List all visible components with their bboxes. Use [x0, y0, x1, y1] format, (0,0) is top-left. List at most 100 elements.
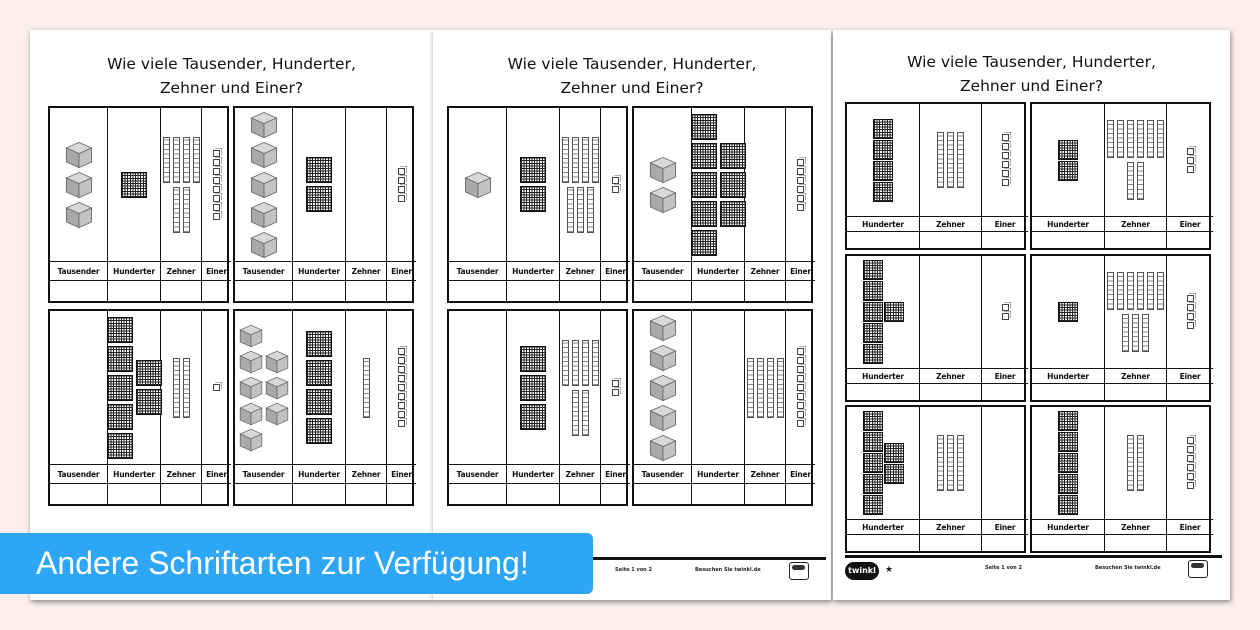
answer-input[interactable] — [847, 384, 920, 400]
answer-input[interactable] — [387, 484, 416, 504]
answer-input[interactable] — [745, 281, 786, 301]
ten-rod — [1127, 120, 1134, 158]
answer-input[interactable] — [920, 232, 982, 248]
answer-input[interactable] — [346, 484, 387, 504]
hundreds-stack — [1058, 407, 1078, 519]
blocks-row — [634, 311, 815, 464]
answer-input[interactable] — [449, 281, 507, 301]
answer-input[interactable] — [108, 281, 161, 301]
answer-input[interactable] — [1105, 535, 1167, 551]
answer-input[interactable] — [920, 535, 982, 551]
answer-input[interactable] — [507, 484, 560, 504]
answer-input[interactable] — [786, 281, 815, 301]
answer-row — [634, 484, 815, 504]
ten-rod — [1147, 272, 1154, 310]
answer-input[interactable] — [634, 484, 692, 504]
answer-input[interactable] — [982, 535, 1028, 551]
answer-input[interactable] — [293, 281, 346, 301]
answer-input[interactable] — [50, 484, 108, 504]
answer-input[interactable] — [50, 281, 108, 301]
one-cube — [797, 158, 804, 166]
answer-input[interactable] — [235, 281, 293, 301]
tens-rods — [161, 311, 201, 464]
tens-rods — [920, 104, 981, 216]
answer-input[interactable] — [1167, 232, 1213, 248]
answer-input[interactable] — [202, 484, 231, 504]
answer-input[interactable] — [1032, 232, 1105, 248]
answer-input[interactable] — [1105, 384, 1167, 400]
answer-input[interactable] — [692, 484, 745, 504]
answer-input[interactable] — [847, 232, 920, 248]
answer-input[interactable] — [560, 281, 601, 301]
answer-input[interactable] — [293, 484, 346, 504]
blocks-cell — [745, 108, 786, 261]
answer-input[interactable] — [507, 281, 560, 301]
answer-input[interactable] — [601, 484, 630, 504]
column-label: Hunderter — [113, 266, 155, 276]
hundred-flat — [1058, 139, 1078, 160]
answer-input[interactable] — [108, 484, 161, 504]
answer-input[interactable] — [202, 281, 231, 301]
answer-input[interactable] — [982, 232, 1028, 248]
blocks-cell — [1105, 256, 1167, 368]
answer-input[interactable] — [692, 281, 745, 301]
column-label: Tausender — [57, 266, 100, 276]
one-cube — [398, 402, 405, 409]
ones-stack — [1001, 256, 1009, 368]
thousand-cube — [648, 344, 677, 371]
ones-stack — [213, 311, 220, 464]
answer-input[interactable] — [601, 281, 630, 301]
ten-rod — [746, 357, 754, 418]
hundred-flat — [1058, 453, 1078, 473]
ones-stack — [1186, 104, 1194, 216]
column-label-cell: Einer — [1167, 217, 1213, 231]
visit-link[interactable]: Besuchen Sie twinkl.de — [1095, 565, 1161, 571]
one-cube — [1186, 455, 1194, 462]
column-label-cell: Zehner — [745, 465, 786, 483]
answer-input[interactable] — [161, 281, 202, 301]
ten-rod — [937, 132, 944, 188]
thousand-cube — [648, 186, 677, 213]
answer-input[interactable] — [745, 484, 786, 504]
column-label-cell: Einer — [601, 465, 630, 483]
answer-row — [847, 384, 1028, 400]
answer-input[interactable] — [1167, 535, 1213, 551]
answer-input[interactable] — [235, 484, 293, 504]
answer-input[interactable] — [847, 535, 920, 551]
blocks-cell — [50, 108, 108, 261]
one-cube — [1186, 446, 1194, 453]
answer-input[interactable] — [1105, 232, 1167, 248]
worksheet-page: Wie viele Tausender, Hunderter,Zehner un… — [30, 30, 433, 600]
answer-input[interactable] — [560, 484, 601, 504]
answer-input[interactable] — [920, 384, 982, 400]
ten-rod — [1142, 314, 1149, 352]
column-label: Einer — [391, 469, 412, 479]
visit-link[interactable]: Besuchen Sie twinkl.de — [695, 567, 761, 573]
one-cube — [398, 384, 405, 391]
column-label: Tausender — [456, 469, 499, 479]
column-label: Zehner — [1121, 522, 1150, 532]
answer-input[interactable] — [1032, 535, 1105, 551]
answer-input[interactable] — [786, 484, 815, 504]
answer-input[interactable] — [387, 281, 416, 301]
answer-input[interactable] — [449, 484, 507, 504]
answer-input[interactable] — [1032, 384, 1105, 400]
column-label: Zehner — [936, 219, 965, 229]
blocks-row — [449, 311, 630, 464]
answer-input[interactable] — [346, 281, 387, 301]
blocks-row — [449, 108, 630, 261]
fonts-available-banner: Andere Schriftarten zur Verfügung! — [0, 533, 593, 594]
answer-input[interactable] — [1167, 384, 1213, 400]
one-cube — [1186, 473, 1194, 480]
answer-input[interactable] — [982, 384, 1028, 400]
column-label-cell: Tausender — [50, 262, 108, 280]
answer-input[interactable] — [161, 484, 202, 504]
column-label-cell: Tausender — [235, 465, 293, 483]
answer-input[interactable] — [634, 281, 692, 301]
